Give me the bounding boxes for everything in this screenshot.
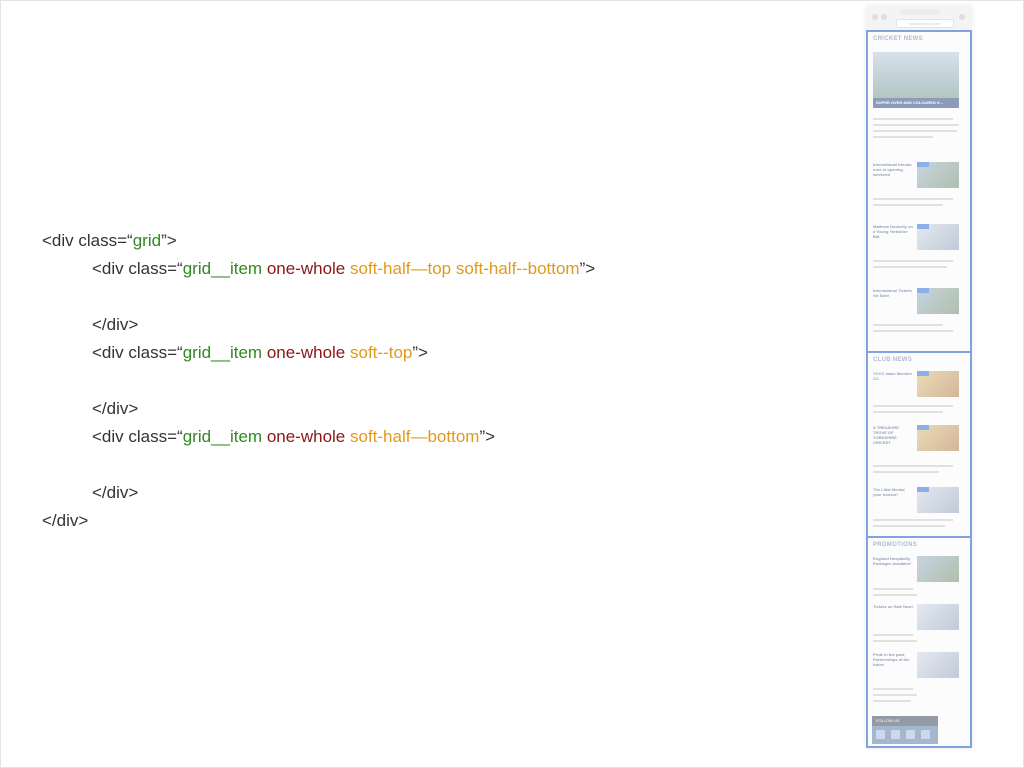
rss-icon [921,730,930,739]
text-line [873,694,917,696]
code-line: </div> [42,395,595,423]
thumbnail [917,162,959,188]
section-promotions: PROMOTIONS England Hospitality Packages … [866,536,972,748]
code-token-orange: soft-half—top soft-half--bottom [350,259,580,278]
code-token-green: grid__item [182,343,263,362]
code-line: <div class=“grid__item one-whole soft-ha… [42,423,595,451]
code-text: </div> [92,483,139,502]
code-token-red: one-whole [266,259,346,278]
text-line [873,525,945,527]
list-item-title: International Tickets On Sale! [873,288,912,298]
back-icon [872,14,878,20]
section-club-news: CLUB NEWS YCCC make Member CC A TREASURE… [866,351,972,539]
text-line [873,640,917,642]
browser-tab [900,9,940,15]
code-text: ”> [412,343,428,362]
code-text: ”> [479,427,496,446]
code-token-red: one-whole [266,343,346,362]
text-line [873,634,913,636]
thumbnail [917,556,959,582]
section-title: CRICKET NEWS [873,36,923,42]
code-text: <div class=“ [92,427,183,446]
text-line [873,471,939,473]
list-item-title: Tickets on Sale Now! [873,604,913,609]
list-item-title: YCCC make Member CC [873,371,913,381]
browser-bar: yorkshireccc.com [866,6,972,31]
code-line: <div class=“grid__item one-whole soft--t… [42,339,595,367]
code-blank-line [42,451,595,479]
text-line [873,330,953,332]
code-text: <div class=“ [92,259,183,278]
text-line [873,124,959,126]
code-token-orange: soft-half—bottom [350,427,480,446]
code-blank-line [42,367,595,395]
hero-caption: SUPER OVER AND COLOURED K... [873,98,959,108]
code-line: </div> [42,311,595,339]
url-bar: yorkshireccc.com [896,19,954,28]
code-text: ”> [161,231,177,250]
section-cricket-news: CRICKET NEWS SUPER OVER AND COLOURED K..… [866,30,972,354]
menu-icon [959,14,965,20]
text-line [873,136,933,138]
section-title: PROMOTIONS [873,542,918,548]
thumbnail [917,224,959,250]
thumbnail [917,652,959,678]
hero-image: SUPER OVER AND COLOURED K... [873,52,959,108]
list-item-title: The Little Mental your honour! [873,487,905,497]
text-line [873,519,953,521]
code-token-orange: soft--top [350,343,413,362]
list-item-title: A TREASURE TROVE OF YORKSHIRE CRICKET [873,425,899,445]
thumbnail [917,288,959,314]
thumbnail [917,371,959,397]
thumbnail [917,425,959,451]
code-text: <div class=“ [42,231,133,250]
thumbnail [917,487,959,513]
twitter-icon [891,730,900,739]
text-line [873,594,917,596]
section-title: CLUB NEWS [873,357,913,363]
text-line [873,588,913,590]
list-item-title: International friends over in opening we… [873,162,912,177]
follow-us-title: FOLLOW US [872,716,938,726]
text-line [873,266,947,268]
list-item-title: Matthew Donnelly on a Young Yorkshire Ba… [873,224,913,239]
text-line [873,700,911,702]
list-item-title: Pride in the past, Partnerships of the f… [873,652,910,667]
code-token-green: grid [132,231,162,250]
youtube-icon [906,730,915,739]
code-listing: <div class=“grid”><div class=“grid__item… [42,227,595,535]
text-line [873,688,913,690]
code-line: </div> [42,507,595,535]
list-item-title: England Hospitality Packages Available! [873,556,912,566]
text-line [873,118,953,120]
code-token-green: grid__item [182,427,263,446]
mobile-page-mockup: yorkshireccc.com CRICKET NEWS SUPER OVER… [866,6,972,748]
text-line [873,411,943,413]
text-line [873,405,953,407]
text-line [873,260,953,262]
text-line [873,204,943,206]
code-text: </div> [92,399,139,418]
code-text: </div> [42,511,89,530]
follow-us-box: FOLLOW US [872,716,938,744]
code-text: <div class=“ [92,343,183,362]
text-line [873,324,943,326]
code-blank-line [42,283,595,311]
text-line [873,198,953,200]
forward-icon [881,14,887,20]
code-text: </div> [92,315,139,334]
text-line [873,465,953,467]
text-line [873,130,957,132]
code-line: <div class=“grid__item one-whole soft-ha… [42,255,595,283]
code-token-red: one-whole [266,427,346,446]
code-line: <div class=“grid”> [42,227,595,255]
code-line: </div> [42,479,595,507]
code-token-green: grid__item [182,259,263,278]
facebook-icon [876,730,885,739]
code-text: ”> [579,259,596,278]
thumbnail [917,604,959,630]
